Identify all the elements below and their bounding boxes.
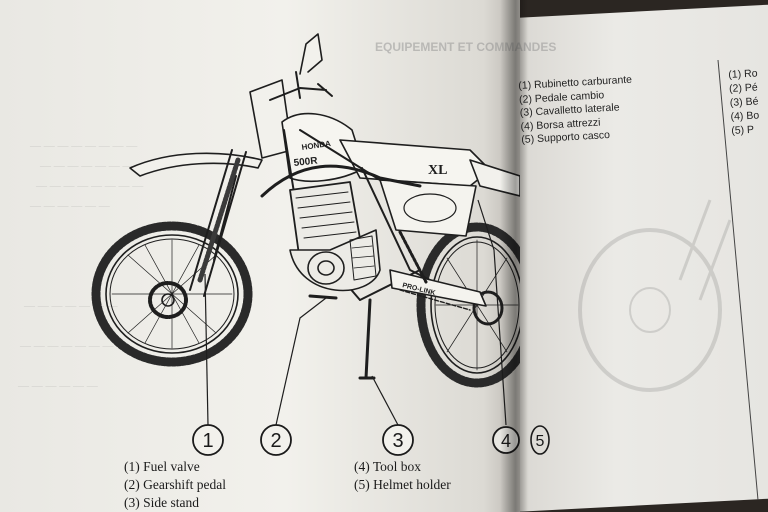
leader-line-4 — [477, 199, 507, 426]
gearshift-pedal — [308, 294, 338, 300]
tank-brand-mark: HONDA — [301, 139, 332, 152]
caption-column-left: (1) Fuel valve (2) Gearshift pedal (3) S… — [124, 458, 226, 512]
callout-1: 1 — [192, 424, 224, 456]
callout-3-number: 3 — [392, 430, 403, 452]
side-model-label: XL — [428, 163, 447, 178]
caption-tool-box: (4) Tool box — [354, 459, 422, 474]
rear-wheel — [416, 222, 520, 388]
italian-legend: (1) Rubinetto carburante (2) Pedale camb… — [518, 74, 635, 148]
callout-5: 5 — [530, 425, 550, 455]
callout-1-number: 1 — [202, 430, 213, 452]
caption-helmet-holder: (5) Helmet holder — [354, 477, 451, 492]
caption-side-stand: (3) Side stand — [124, 495, 199, 510]
caption-fuel-valve: (1) Fuel valve — [124, 459, 200, 474]
callout-2: 2 — [260, 424, 292, 456]
french-legend: (1) Ro (2) Pé (3) Bé (4) Bo (5) P — [728, 66, 761, 137]
swingarm — [389, 269, 487, 307]
front-wheel — [91, 221, 253, 367]
right-page-show-through — [578, 199, 732, 392]
seat — [339, 139, 491, 187]
side-panel — [379, 179, 477, 237]
callout-3: 3 — [382, 424, 414, 456]
callout-4: 4 — [492, 426, 520, 454]
callout-5-number: 5 — [536, 433, 545, 450]
engine — [289, 181, 381, 292]
caption-gearshift-pedal: (2) Gearshift pedal — [124, 477, 226, 492]
legend-fr-5: (5) P — [730, 123, 755, 137]
leader-line-3 — [371, 375, 399, 426]
caption-column-right: (4) Tool box (5) Helmet holder — [354, 458, 451, 494]
leader-line-1 — [204, 273, 209, 426]
ghost-header: EQUIPEMENT ET COMMANDES — [375, 40, 557, 54]
right-page-rule — [717, 60, 759, 500]
callout-2-number: 2 — [270, 430, 281, 452]
leader-line-2 — [275, 297, 327, 426]
motorcycle-illustration: HONDA 500R XL PRO-LINK 1 2 3 — [91, 33, 520, 456]
book-gutter-shadow — [500, 0, 528, 512]
front-fork — [189, 149, 247, 297]
legend-fr-4: (4) Bo — [730, 109, 760, 123]
side-stand — [358, 298, 376, 380]
callout-4-number: 4 — [501, 431, 511, 451]
tank-model-label: 500R — [293, 155, 319, 169]
